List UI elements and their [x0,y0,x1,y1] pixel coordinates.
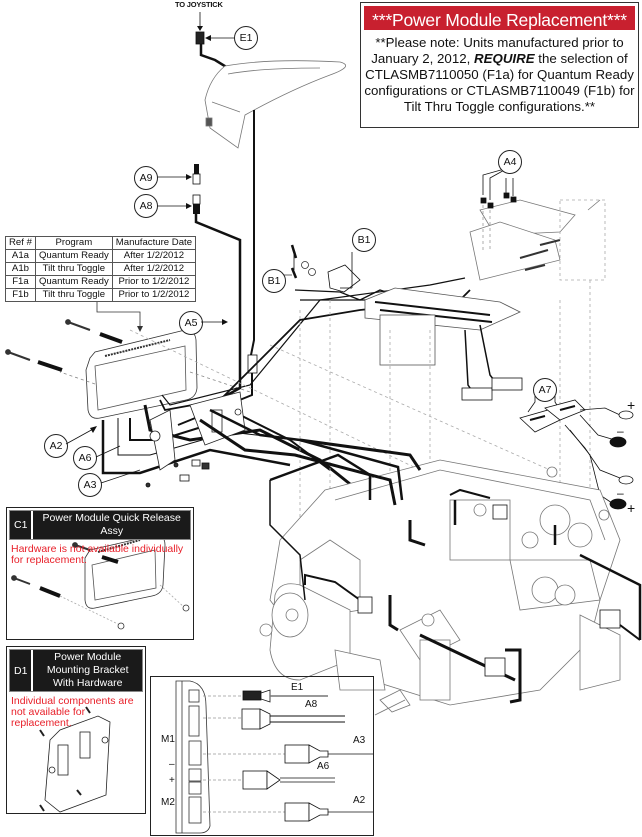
table-header: Ref # [5,236,36,250]
port-label-plus: + [169,775,175,786]
bus-bar-assembly [364,199,606,401]
table-cell: After 1/2/2012 [111,262,197,276]
table-cell: Tilt thru Toggle [34,288,113,302]
connector-label-a2: A2 [353,795,366,806]
kit-d1-mounting-bracket: D1 Power Module Mounting Bracket With Ha… [6,646,146,814]
callout-e1[interactable]: E1 [234,26,258,50]
table-cell: A1b [5,262,36,276]
positive-terminal-label-1: + [627,500,636,516]
joystick-cable [195,12,234,70]
callout-a7[interactable]: A7 [533,378,557,402]
negative-terminal-label-2: – [617,486,624,500]
connector-pinout-inset: M1 – + M2 E1 A8 A3 A6 A2 [150,676,374,836]
connector-label-a8: A8 [305,699,318,710]
a9-a8-connectors [157,164,258,426]
module-bolts [5,319,123,372]
table-header-row: Ref # Program Manufacture Date [5,236,197,250]
notice-body-suffix: the selection of CTLASMB7110050 (F1a) fo… [364,51,635,114]
module-harness [101,277,471,502]
connector-label-a6: A6 [317,761,330,772]
power-module-replacement-notice: ***Power Module Replacement*** **Please … [360,2,639,128]
table-row: A1a Quantum Ready After 1/2/2012 [5,249,197,263]
table-cell: After 1/2/2012 [111,249,197,263]
table-cell: Prior to 1/2/2012 [111,288,197,302]
table-row: F1b Tilt thru Toggle Prior to 1/2/2012 [5,288,197,302]
motor [259,583,386,691]
kit-d1-note: Individual components are not available … [11,695,134,729]
port-label-minus: – [169,759,175,770]
battery-connectors [519,392,634,510]
guide-lines [129,280,591,600]
power-module [59,329,251,419]
d1-kit-drawing [39,706,111,813]
port-label-m2: M2 [161,797,175,808]
table-cell: Prior to 1/2/2012 [111,275,197,289]
callout-a9[interactable]: A9 [134,166,158,190]
kit-d1-header: D1 Power Module Mounting Bracket With Ha… [9,649,143,692]
c1-kit-drawing [11,534,190,630]
callout-a3[interactable]: A3 [78,473,102,497]
callout-a2[interactable]: A2 [44,434,68,458]
positive-terminal-label-2: + [627,397,636,413]
program-reference-table: Ref # Program Manufacture Date A1a Quant… [5,236,197,302]
negative-terminal-label-1: – [617,424,624,438]
table-header: Manufacture Date [111,236,197,250]
table-row: A1b Tilt thru Toggle After 1/2/2012 [5,262,197,276]
callout-a5[interactable]: A5 [179,311,203,335]
table-cell: Quantum Ready [34,275,113,289]
notice-title: ***Power Module Replacement*** [362,4,637,32]
base-frame [269,459,621,716]
callout-b1-top[interactable]: B1 [352,228,376,252]
port-label-m1: M1 [161,734,175,745]
notice-body: **Please note: Units manufactured prior … [361,33,638,115]
callout-a8[interactable]: A8 [134,194,158,218]
kit-d1-title: Power Module Mounting Bracket With Hardw… [46,651,129,689]
table-header: Program [34,236,113,250]
connector-label-e1: E1 [291,682,304,693]
notice-body-prefix: **Please note: Units manufactured prior … [371,35,624,66]
table-cell: Tilt thru Toggle [34,262,113,276]
table-cell: Quantum Ready [34,249,113,263]
table-cell: A1a [5,249,36,263]
table-cell: F1a [5,275,36,289]
kit-d1-ref: D1 [10,650,34,691]
kit-c1-note: Hardware is not available individually f… [11,543,184,566]
notice-emphasis: REQUIRE [474,51,535,66]
kit-c1-header: C1 Power Module Quick Release Assy [9,510,191,540]
table-cell: F1b [5,288,36,302]
joystick-shroud [204,60,347,185]
kit-c1-ref: C1 [10,511,34,539]
callout-a4[interactable]: A4 [498,150,522,174]
inset-connector-diagram [175,680,374,834]
kit-c1-quick-release: C1 Power Module Quick Release Assy Hardw… [6,507,194,640]
callout-b1-left[interactable]: B1 [262,269,286,293]
base-harness [199,408,642,704]
harness-connectors [145,459,210,488]
to-joystick-label: TO JOYSTICK [175,0,223,9]
mounting-bracket [149,391,246,471]
connector-label-a3: A3 [353,735,366,746]
callout-a6[interactable]: A6 [73,446,97,470]
table-row: F1a Quantum Ready Prior to 1/2/2012 [5,275,197,289]
kit-c1-title: Power Module Quick Release Assy [42,512,181,537]
